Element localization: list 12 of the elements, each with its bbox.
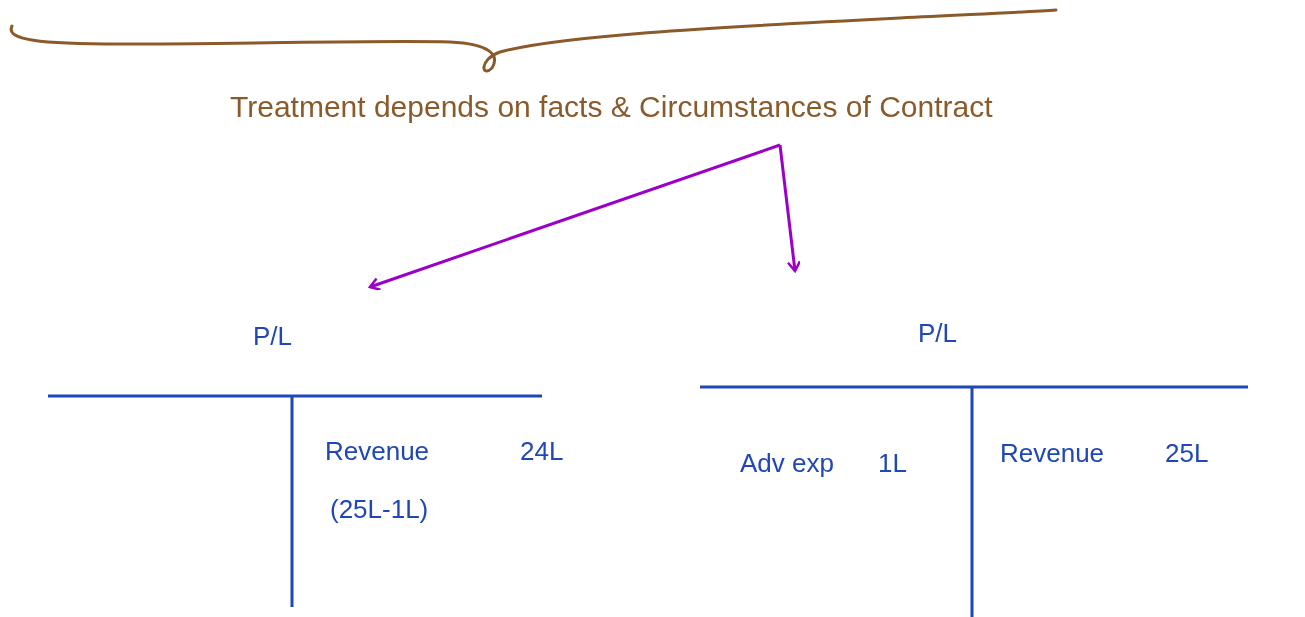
account-title: P/L bbox=[253, 322, 293, 351]
entry-text: Revenue bbox=[325, 437, 430, 466]
amount-text: 1L bbox=[878, 449, 907, 478]
account-title: P/L bbox=[918, 319, 958, 348]
arrow bbox=[778, 144, 802, 273]
entry-text: Revenue bbox=[1000, 439, 1105, 468]
amount-text: 25L bbox=[1165, 439, 1209, 468]
note-text: Treatment depends on facts & Circumstances of Contract bbox=[230, 90, 993, 123]
entry-note: (25L-1L) bbox=[330, 495, 429, 524]
amount-text: 24L bbox=[520, 437, 564, 466]
entry-text: Adv exp bbox=[740, 449, 834, 478]
arrow bbox=[368, 143, 781, 291]
